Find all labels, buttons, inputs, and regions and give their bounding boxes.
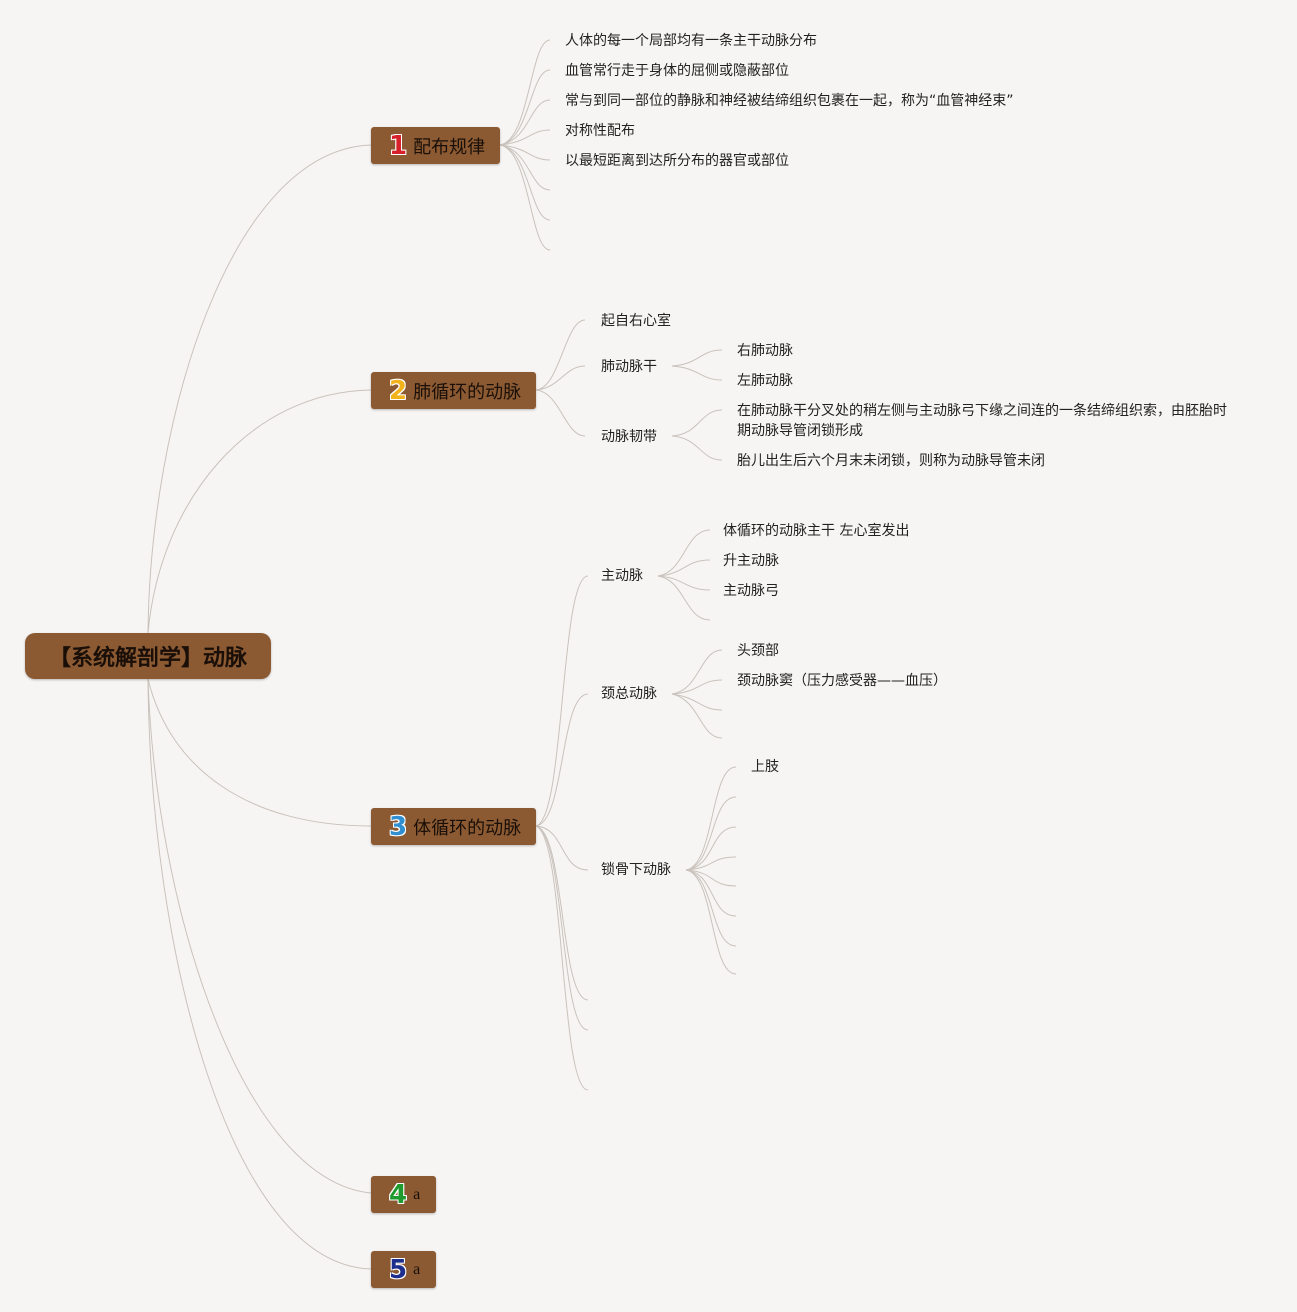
topic-distribution-rules[interactable]: 1 配布规律 (371, 127, 500, 164)
leaf-item[interactable]: 血管常行走于身体的屈侧或隐蔽部位 (565, 63, 789, 79)
root-title: 【系统解剖学】动脉 (48, 646, 247, 671)
leaf-item[interactable]: 起自右心室 (601, 313, 671, 329)
leaf-item[interactable]: 胎儿出生后六个月末未闭锁，则称为动脉导管未闭 (737, 453, 1045, 469)
leaf-item[interactable]: 左肺动脉 (737, 373, 793, 389)
leaf-item[interactable]: 升主动脉 (723, 553, 779, 569)
leaf-item[interactable]: 右肺动脉 (737, 343, 793, 359)
topic-label: 配布规律 (413, 136, 486, 158)
topic-4[interactable]: 4 a (371, 1176, 436, 1213)
leaf-item[interactable]: 头颈部 (737, 643, 779, 659)
leaf-item[interactable]: 主动脉 (601, 568, 643, 584)
leaf-item[interactable]: 上肢 (751, 759, 779, 775)
leaf-item[interactable]: 锁骨下动脉 (601, 862, 671, 878)
topic-number-2: 2 (389, 375, 408, 406)
topic-label: 体循环的动脉 (413, 817, 522, 839)
leaf-item[interactable]: 以最短距离到达所分布的器官或部位 (565, 153, 789, 169)
leaf-item[interactable]: 颈总动脉 (601, 686, 657, 702)
leaf-item[interactable]: 常与到同一部位的静脉和神经被结缔组织包裹在一起，称为“血管神经束” (565, 93, 1014, 109)
topic-pulmonary-arteries[interactable]: 2 肺循环的动脉 (371, 372, 536, 409)
leaf-item[interactable]: 在肺动脉干分叉处的稍左侧与主动脉弓下缘之间连的一条结缔组织索，由胚胎时期动脉导管… (737, 403, 1227, 439)
leaf-item[interactable]: 主动脉弓 (723, 583, 779, 599)
topic-label: a (413, 1185, 421, 1203)
topic-number-5: 5 (389, 1254, 408, 1285)
topic-number-3: 3 (389, 811, 408, 842)
topic-number-1: 1 (389, 130, 408, 161)
leaf-item[interactable]: 肺动脉干 (601, 359, 657, 375)
leaf-item[interactable]: 动脉韧带 (601, 429, 657, 445)
root-topic[interactable]: 【系统解剖学】动脉 (25, 633, 271, 679)
leaf-item[interactable]: 体循环的动脉主干 左心室发出 (723, 523, 910, 539)
topic-label: a (413, 1260, 421, 1278)
topic-label: 肺循环的动脉 (413, 381, 522, 403)
leaf-item[interactable]: 人体的每一个局部均有一条主干动脉分布 (565, 33, 817, 49)
topic-systemic-arteries[interactable]: 3 体循环的动脉 (371, 808, 536, 845)
topic-5[interactable]: 5 a (371, 1251, 436, 1288)
leaf-item[interactable]: 对称性配布 (565, 123, 635, 139)
leaf-item[interactable]: 颈动脉窦（压力感受器——血压） (737, 673, 947, 689)
topic-number-4: 4 (389, 1179, 408, 1210)
